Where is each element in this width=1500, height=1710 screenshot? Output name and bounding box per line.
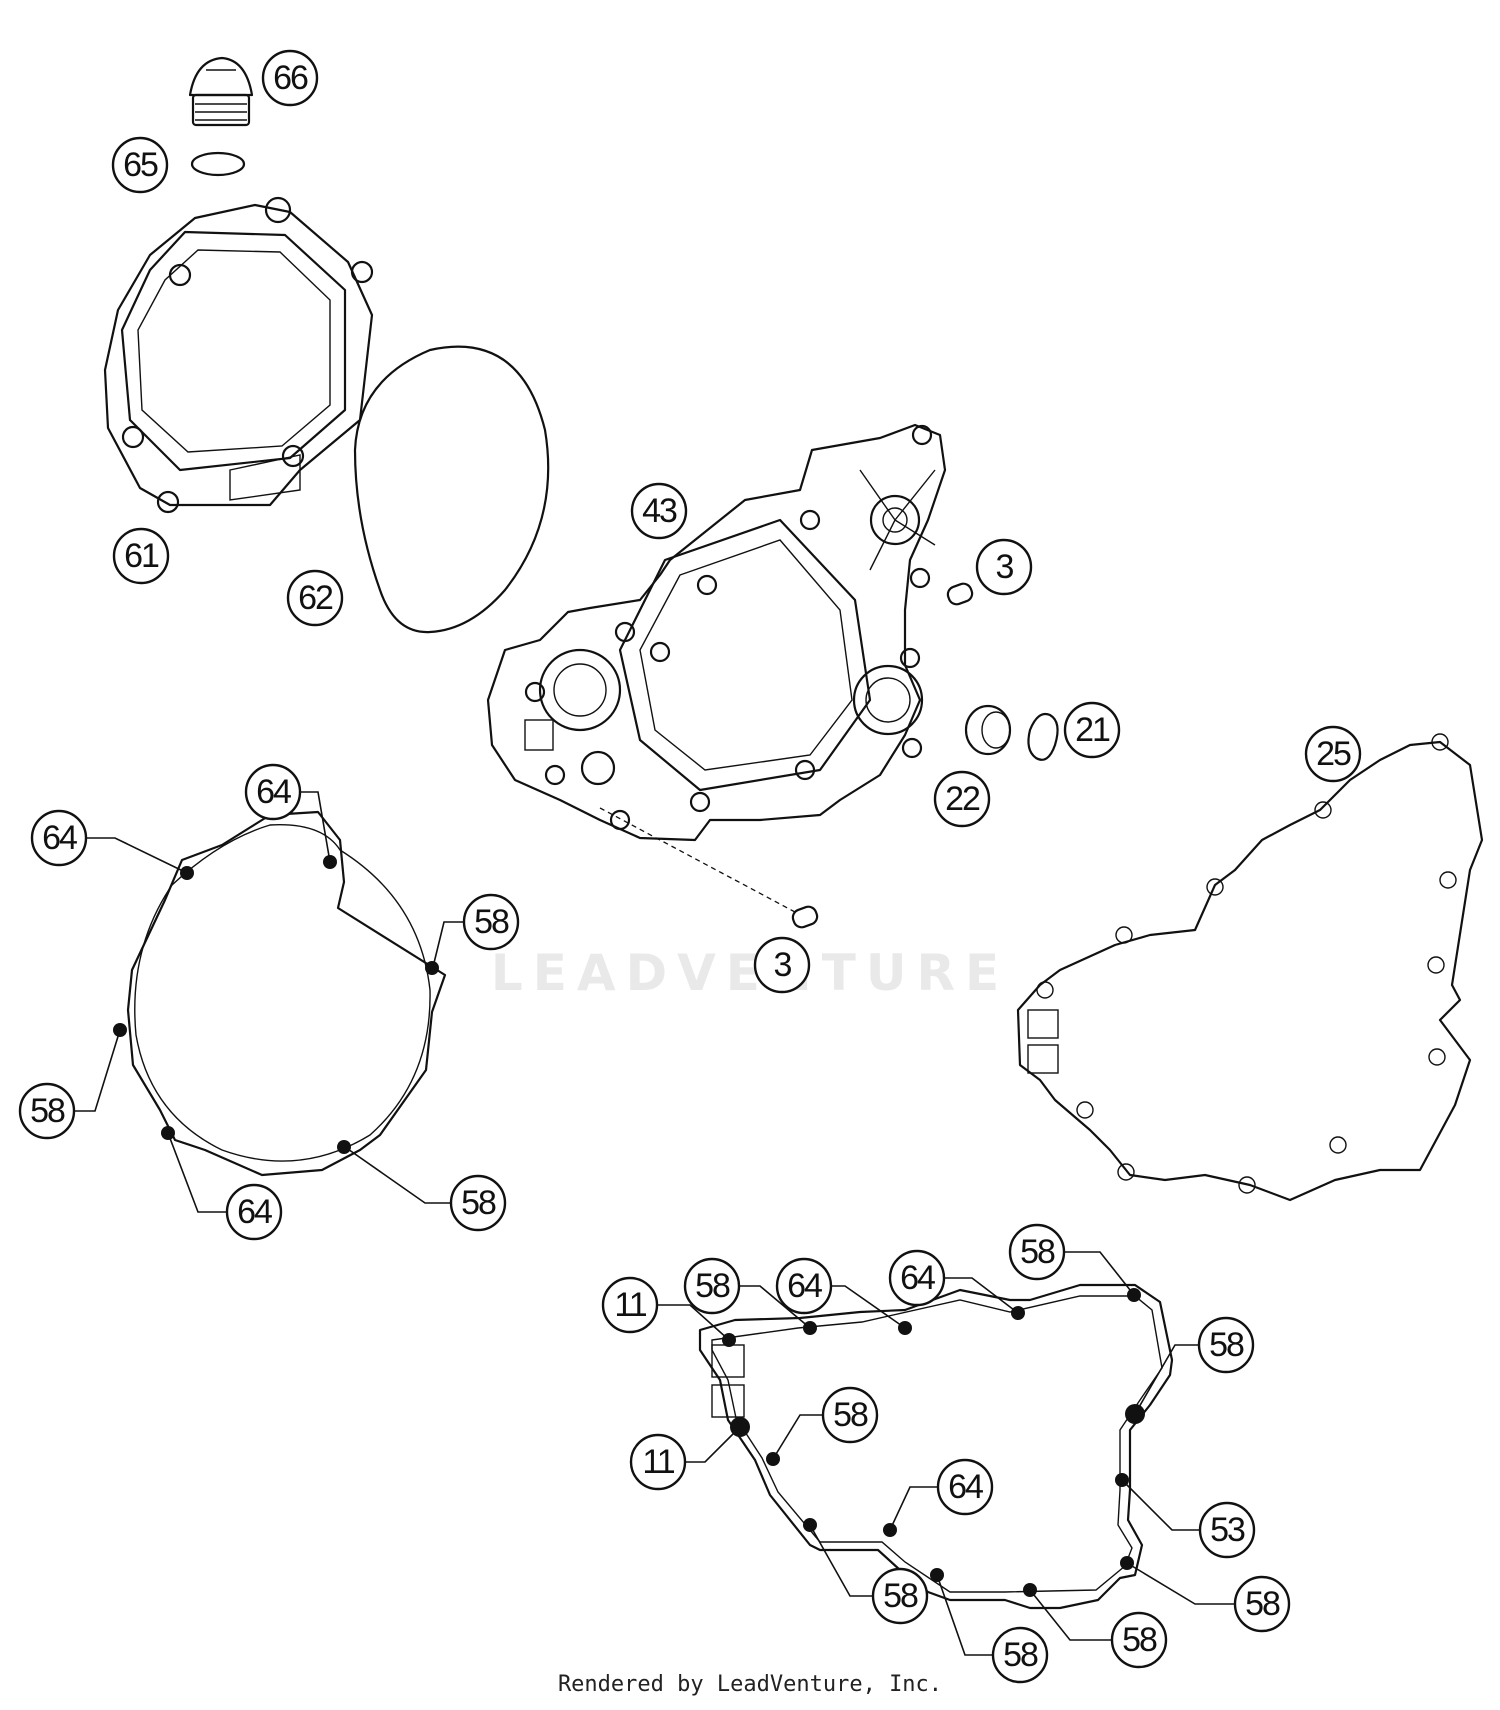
svg-text:43: 43 bbox=[642, 492, 677, 530]
callout-64-b: 64 bbox=[244, 763, 302, 821]
svg-text:58: 58 bbox=[1245, 1585, 1280, 1623]
callout-58-a: 58 bbox=[462, 893, 520, 951]
callout-66: 66 bbox=[261, 49, 319, 107]
svg-text:58: 58 bbox=[883, 1577, 918, 1615]
part-circlip bbox=[1027, 712, 1059, 761]
callout-64-a: 64 bbox=[30, 809, 88, 867]
callout-64-f: 64 bbox=[936, 1458, 994, 1516]
svg-text:58: 58 bbox=[1003, 1636, 1038, 1674]
callout-25: 25 bbox=[1304, 725, 1362, 783]
leader-lines bbox=[75, 791, 1234, 1656]
callout-58-k: 58 bbox=[1233, 1575, 1291, 1633]
callout-65: 65 bbox=[111, 136, 169, 194]
svg-text:22: 22 bbox=[945, 780, 980, 818]
callout-58-g: 58 bbox=[821, 1386, 879, 1444]
svg-text:58: 58 bbox=[833, 1396, 868, 1434]
svg-text:64: 64 bbox=[42, 819, 77, 857]
part-dowel-upper bbox=[946, 582, 974, 606]
callout-64-e: 64 bbox=[888, 1249, 946, 1307]
part-oil-plug bbox=[188, 56, 254, 127]
svg-text:11: 11 bbox=[642, 1443, 674, 1481]
callout-62: 62 bbox=[286, 569, 344, 627]
svg-text:64: 64 bbox=[256, 773, 291, 811]
svg-text:53: 53 bbox=[1210, 1511, 1245, 1549]
callout-11-b: 11 bbox=[629, 1433, 687, 1491]
svg-text:58: 58 bbox=[474, 903, 509, 941]
callout-53: 53 bbox=[1198, 1501, 1256, 1559]
svg-text:64: 64 bbox=[237, 1193, 272, 1231]
svg-text:25: 25 bbox=[1316, 735, 1351, 773]
callout-58-b: 58 bbox=[18, 1082, 76, 1140]
part-dowel-lower bbox=[599, 807, 819, 929]
svg-text:66: 66 bbox=[273, 59, 308, 97]
callout-3-upper: 3 bbox=[975, 538, 1033, 596]
callout-3-lower: 3 bbox=[753, 936, 811, 994]
svg-text:64: 64 bbox=[948, 1468, 983, 1506]
part-clutch-cover bbox=[103, 196, 374, 514]
part-inner-cover bbox=[486, 423, 947, 842]
callout-58-c: 58 bbox=[449, 1174, 507, 1232]
svg-text:64: 64 bbox=[900, 1259, 935, 1297]
part-clutch-gasket bbox=[353, 345, 550, 634]
part-o-ring bbox=[190, 151, 246, 177]
callout-22: 22 bbox=[933, 770, 991, 828]
callout-58-j: 58 bbox=[1110, 1611, 1168, 1669]
svg-text:62: 62 bbox=[298, 579, 333, 617]
svg-text:64: 64 bbox=[787, 1267, 822, 1305]
callout-58-f: 58 bbox=[1197, 1316, 1255, 1374]
callout-64-d: 64 bbox=[775, 1257, 833, 1315]
svg-text:3: 3 bbox=[996, 548, 1014, 586]
callout-58-d: 58 bbox=[683, 1257, 741, 1315]
svg-text:61: 61 bbox=[124, 537, 159, 575]
callout-61: 61 bbox=[112, 527, 170, 585]
svg-text:11: 11 bbox=[614, 1286, 646, 1324]
part-gasket-left bbox=[113, 810, 447, 1177]
svg-text:58: 58 bbox=[1020, 1233, 1055, 1271]
callout-43: 43 bbox=[630, 482, 688, 540]
watermark-text: LEADVENTURE bbox=[491, 944, 1009, 1002]
part-gasket-right bbox=[1016, 733, 1484, 1202]
callout-58-h: 58 bbox=[871, 1567, 929, 1625]
svg-text:65: 65 bbox=[123, 146, 158, 184]
svg-text:58: 58 bbox=[695, 1267, 730, 1305]
callout-58-e: 58 bbox=[1008, 1223, 1066, 1281]
svg-text:3: 3 bbox=[774, 946, 792, 984]
part-shaft-seal bbox=[964, 704, 1012, 756]
svg-text:21: 21 bbox=[1075, 711, 1110, 749]
svg-text:58: 58 bbox=[461, 1184, 496, 1222]
callout-21: 21 bbox=[1063, 701, 1121, 759]
svg-text:58: 58 bbox=[30, 1092, 65, 1130]
callout-58-i: 58 bbox=[991, 1626, 1049, 1684]
callout-11-a: 11 bbox=[601, 1276, 659, 1334]
part-gasket-bottom bbox=[698, 1283, 1174, 1610]
svg-text:58: 58 bbox=[1209, 1326, 1244, 1364]
footer-credit: Rendered by LeadVenture, Inc. bbox=[557, 1672, 943, 1697]
svg-text:58: 58 bbox=[1122, 1621, 1157, 1659]
callout-64-c: 64 bbox=[225, 1183, 283, 1241]
